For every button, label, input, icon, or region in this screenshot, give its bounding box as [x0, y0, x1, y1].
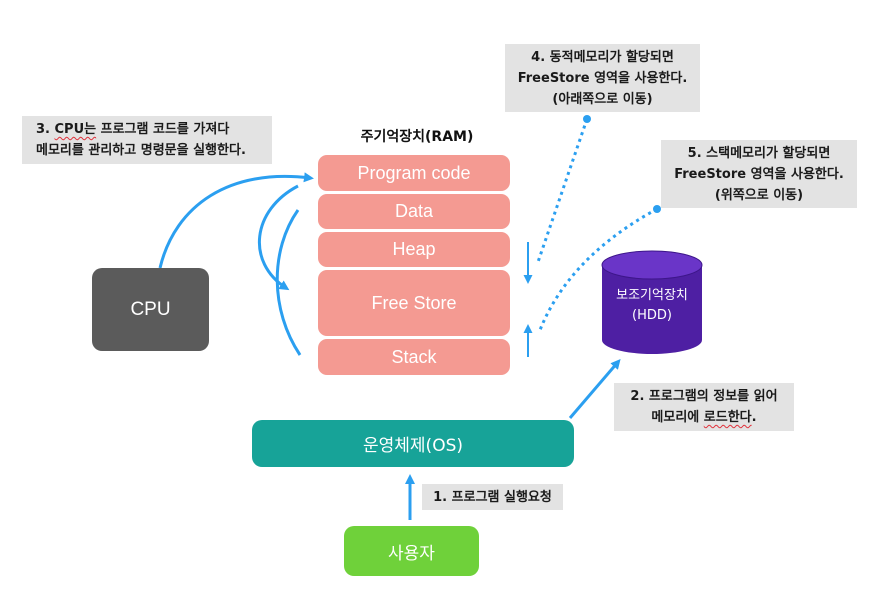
os-label: 운영체제(OS)	[363, 436, 463, 456]
callout-step5-line1: 5. 스택메모리가 할당되면	[687, 145, 831, 161]
callout-step5-line3: (위쪽으로 이동)	[714, 187, 804, 203]
hdd-label-line2: (HDD)	[632, 308, 672, 323]
ram-left-arc	[275, 209, 302, 356]
callout-step4-line3: (아래쪽으로 이동)	[552, 91, 653, 107]
callout-step4-line2: FreeStore 영역을 사용한다.	[517, 70, 688, 86]
cpu-box: CPU	[92, 268, 209, 351]
ram-segment-data: Data	[318, 194, 510, 229]
user-label: 사용자	[388, 543, 435, 564]
hdd-label-line1: 보조기억장치	[616, 288, 688, 303]
hdd-label: 보조기억장치 (HDD)	[602, 286, 702, 326]
callout4-dotted-line	[536, 118, 589, 263]
ram-segment-program-code: Program code	[318, 155, 510, 191]
callout-step1-text: 1. 프로그램 실행요청	[433, 489, 552, 505]
ram-segment-heap: Heap	[318, 232, 510, 267]
ram-fetch-curve-arrow	[257, 184, 299, 291]
cpu-label: CPU	[130, 298, 171, 320]
callout-step3-line1: 3. CPU는 프로그램 코드를 가져다	[36, 122, 230, 137]
callout-step1: 1. 프로그램 실행요청	[422, 484, 563, 510]
ram-segment-stack: Stack	[318, 339, 510, 375]
cpu-to-ram-arrow	[158, 172, 314, 269]
ram-segment-free-store: Free Store	[318, 270, 510, 336]
callout-step2-line1: 2. 프로그램의 정보를 읽어	[630, 389, 778, 404]
os-to-hdd-arrow	[568, 358, 621, 419]
callout-step2: 2. 프로그램의 정보를 읽어 메모리에 로드한다.	[614, 383, 794, 431]
ram-title: 주기억장치(RAM)	[360, 129, 474, 145]
callout5-dotted-line	[538, 207, 658, 331]
user-box: 사용자	[344, 526, 479, 576]
callout-step4: 4. 동적메모리가 할당되면 FreeStore 영역을 사용한다. (아래쪽으…	[505, 44, 700, 112]
callout-step3: 3. CPU는 프로그램 코드를 가져다 메모리를 관리하고 명령문을 실행한다…	[22, 116, 272, 164]
callout-step5-line2: FreeStore 영역을 사용한다.	[674, 166, 844, 182]
callout-step4-line1: 4. 동적메모리가 할당되면	[531, 49, 674, 65]
os-box: 운영체제(OS)	[252, 420, 574, 467]
callout-step2-line2: 메모리에 로드한다.	[651, 410, 757, 425]
callout-step5: 5. 스택메모리가 할당되면 FreeStore 영역을 사용한다. (위쪽으로…	[661, 140, 857, 208]
callout-step3-line2: 메모리를 관리하고 명령문을 실행한다.	[36, 143, 246, 158]
